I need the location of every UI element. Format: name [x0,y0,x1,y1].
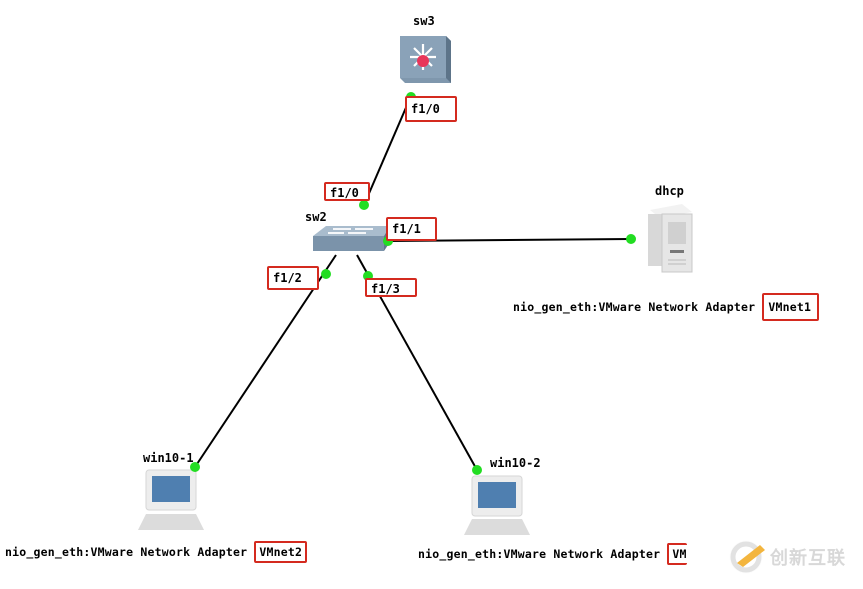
node-label-dhcp: dhcp [655,184,684,198]
link-status-dot [626,234,636,244]
port-label-sw3-f1-0[interactable]: f1/0 [405,96,457,122]
port-label-sw2-f1-3[interactable]: f1/3 [365,278,417,297]
link-sw2-win10-1[interactable] [194,254,337,468]
link-status-dot [472,465,482,475]
port-label-sw2-f1-1[interactable]: f1/1 [386,217,437,241]
watermark-text: 创新互联 [770,548,846,569]
multilayer-switch-icon[interactable] [400,36,451,83]
adapter-highlight-vm: VM [667,543,687,565]
node-label-sw2: sw2 [305,210,327,224]
link-status-dot [359,200,369,210]
link-sw3-sw2[interactable] [363,95,412,206]
node-label-sw3: sw3 [413,14,435,28]
ethernet-switch-icon[interactable] [313,226,390,251]
server-icon[interactable] [648,204,693,273]
node-label-win10-1: win10-1 [143,451,194,465]
link-status-dot [321,269,331,279]
node-label-win10-2: win10-2 [490,456,541,470]
link-status-dot [190,462,200,472]
port-label-sw2-f1-0[interactable]: f1/0 [324,182,370,201]
adapter-prefix: nio_gen_eth:VMware Network Adapter [5,545,255,559]
adapter-highlight-vmnet2: VMnet2 [254,541,308,563]
port-label-sw2-f1-2[interactable]: f1/2 [267,266,319,290]
adapter-label-win10-2: nio_gen_eth:VMware Network Adapter VM [418,543,687,565]
adapter-label-dhcp: nio_gen_eth:VMware Network Adapter VMnet… [513,293,820,321]
adapter-prefix: nio_gen_eth:VMware Network Adapter [418,547,668,561]
host-icon-win10-1[interactable] [138,469,204,530]
host-icon-win10-2[interactable] [464,475,530,535]
adapter-highlight-vmnet1: VMnet1 [762,293,820,321]
adapter-label-win10-1: nio_gen_eth:VMware Network Adapter VMnet… [5,541,308,563]
adapter-prefix: nio_gen_eth:VMware Network Adapter [513,300,763,314]
